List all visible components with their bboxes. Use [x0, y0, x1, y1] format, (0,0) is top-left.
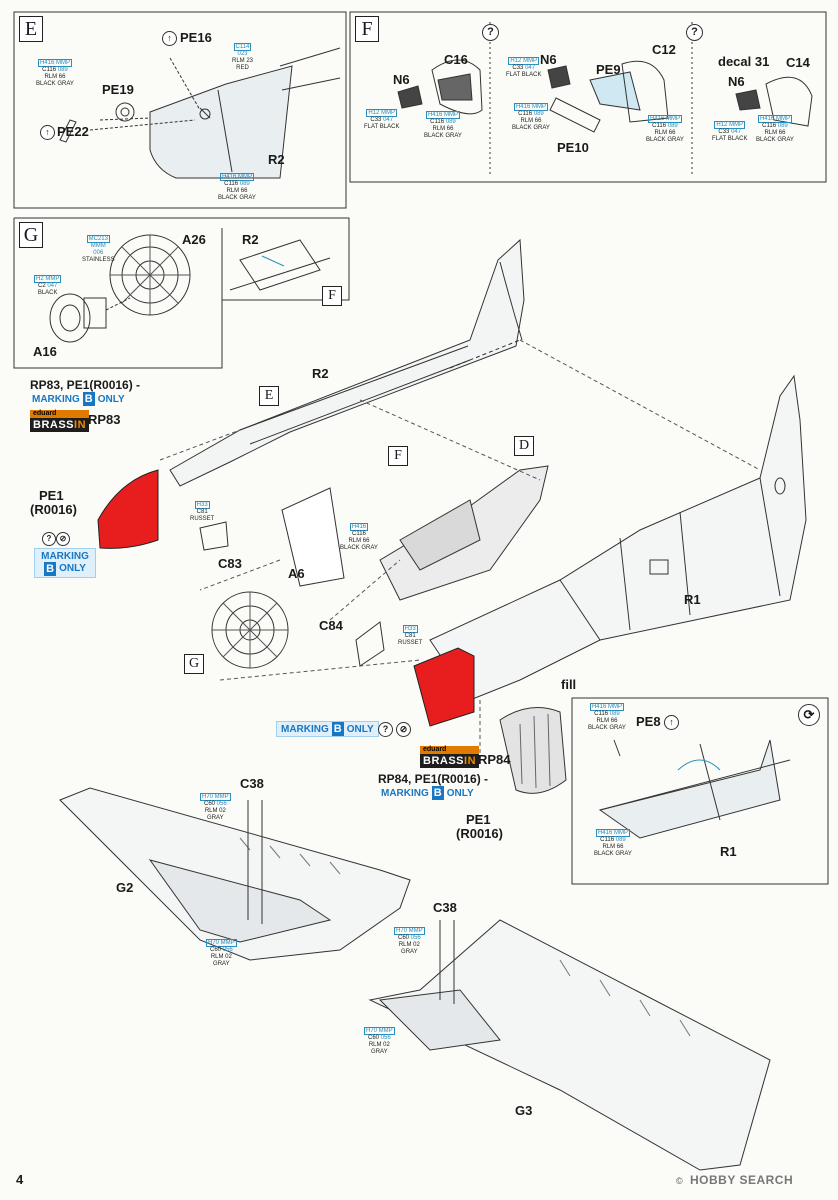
label-pe9: PE9: [596, 62, 621, 77]
label-r0016-b: (R0016): [456, 826, 503, 841]
label-decal-31: decal 31: [718, 54, 770, 69]
label-c83: C83: [218, 556, 242, 571]
label-n6-1: N6: [393, 72, 410, 87]
label-n6-2: N6: [540, 52, 557, 67]
copyright-mark: ©: [676, 1176, 683, 1186]
label-r2-main: R2: [312, 366, 329, 381]
ref-e: E: [259, 386, 279, 406]
label-r2-step-e: R2: [268, 152, 285, 167]
watermark: HOBBY SEARCH: [690, 1173, 794, 1187]
label-c38-1: C38: [240, 776, 264, 791]
label-pe1-a: PE1: [39, 488, 64, 503]
note-rp84: RP84, PE1(R0016) -: [378, 772, 489, 786]
question-icon: ?: [378, 722, 393, 737]
label-pe16: PE16: [180, 30, 212, 45]
label-c38-2: C38: [433, 900, 457, 915]
page-number: 4: [16, 1172, 24, 1187]
label-g3: G3: [515, 1103, 533, 1118]
ref-d: D: [514, 436, 534, 456]
omit-icon: ⊘: [56, 532, 70, 546]
label-a16: A16: [33, 344, 57, 359]
fold-icon: ↑: [664, 715, 679, 730]
step-f-frame: [349, 11, 827, 183]
red-cowl-part-left: [97, 469, 159, 549]
label-fill: fill: [561, 677, 577, 692]
question-icon: ?: [686, 24, 703, 41]
label-rp83: RP83: [88, 412, 121, 427]
step-f-box: F: [355, 16, 379, 42]
brassin-logo-1: eduard BRASSIN: [30, 410, 90, 432]
label-pe19: PE19: [102, 82, 134, 97]
label-r1-inset: R1: [720, 844, 737, 859]
label-g2: G2: [116, 880, 134, 895]
label-r2-step-g: R2: [242, 232, 259, 247]
fold-icon: ↑: [40, 125, 55, 140]
label-rp84: RP84: [478, 752, 511, 767]
label-n6-3: N6: [728, 74, 745, 89]
label-r0016-a: (R0016): [30, 502, 77, 517]
omit-icon: ⊘: [396, 722, 411, 737]
ref-f: F: [388, 446, 408, 466]
label-a6: A6: [288, 566, 305, 581]
label-r1: R1: [684, 592, 701, 607]
step-e-box: E: [19, 16, 43, 42]
label-pe22: PE22: [57, 124, 89, 139]
label-c12: C12: [652, 42, 676, 57]
fold-icon: ↑: [162, 31, 177, 46]
label-c84: C84: [319, 618, 343, 633]
ref-g: G: [184, 654, 204, 674]
step-g-box: G: [19, 222, 43, 248]
label-c16: C16: [444, 52, 468, 67]
label-pe1-b: PE1: [466, 812, 491, 827]
brassin-logo-2: eduard BRASSIN: [420, 746, 480, 768]
question-icon: ?: [482, 24, 499, 41]
step-e-frame: [13, 11, 347, 209]
label-pe10: PE10: [557, 140, 589, 155]
inset-frame: [571, 697, 829, 885]
label-pe8: PE8: [636, 714, 661, 729]
red-cowl-part-right: [413, 647, 475, 727]
ref-f-in-g: F: [322, 286, 342, 306]
question-icon: ?: [42, 532, 56, 546]
label-c14: C14: [786, 55, 810, 70]
note-rp83: RP83, PE1(R0016) -: [30, 378, 141, 392]
label-a26: A26: [182, 232, 206, 247]
rotate-icon: ⟳: [798, 704, 820, 726]
